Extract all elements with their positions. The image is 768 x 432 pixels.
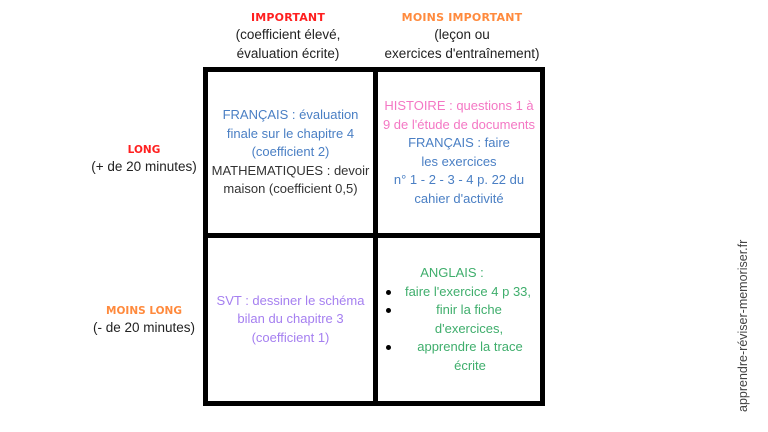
task-svt-schema: SVT : dessiner le schéma bilan du chapit…: [216, 292, 365, 345]
grid-horizontal-divider: [203, 233, 545, 238]
cell-long-less-important: HISTOIRE : questions 1 à 9 de l'étude de…: [378, 72, 540, 233]
anglais-task-1: faire l'exercice 4 p 33,: [404, 283, 532, 299]
row-title-long: LONG: [127, 144, 161, 156]
cell-short-important: SVT : dessiner le schéma bilan du chapit…: [208, 238, 373, 401]
column-subtitle-less-important-line2: exercices d'entraînement): [384, 46, 540, 61]
row-subtitle-long: (+ de 20 minutes): [91, 159, 197, 174]
column-title-important: IMPORTANT: [250, 11, 326, 24]
column-subtitle-important-line1: (coefficient élevé,: [235, 27, 341, 42]
row-header-short: MOINS LONG (- de 20 minutes): [80, 304, 208, 337]
row-title-short: MOINS LONG: [106, 305, 182, 317]
column-title-less-important: MOINS IMPORTANT: [401, 11, 523, 24]
anglais-task-list: faire l'exercice 4 p 33, finir la fiche …: [384, 283, 534, 376]
task-mathematiques-devoir: MATHEMATIQUES : devoir maison (coefficie…: [211, 162, 370, 197]
bullet-icon: [386, 289, 391, 295]
anglais-task-3: apprendre la trace écrite: [417, 339, 523, 373]
cell-long-important: FRANÇAIS : évaluation finale sur le chap…: [208, 72, 373, 233]
column-header-less-important: MOINS IMPORTANT (leçon ou exercices d'en…: [377, 11, 547, 63]
task-francais-evaluation: FRANÇAIS : évaluation finale sur le chap…: [222, 107, 359, 160]
site-watermark: apprendre-réviser-memoriser.fr: [736, 239, 750, 412]
anglais-task-2: finir la fiche d'exercices,: [434, 302, 504, 336]
column-subtitle-less-important-line1: (leçon ou: [434, 27, 490, 42]
row-subtitle-short: (- de 20 minutes): [92, 320, 196, 335]
task-anglais-title: ANGLAIS :: [420, 265, 484, 280]
task-francais-exercices-detail: n° 1 - 2 - 3 - 4 p. 22 du cahier d'activ…: [393, 172, 525, 206]
task-histoire-questions: HISTOIRE : questions 1 à 9 de l'étude de…: [382, 98, 536, 132]
row-header-long: LONG (+ de 20 minutes): [80, 143, 208, 176]
column-header-important: IMPORTANT (coefficient élevé, évaluation…: [203, 11, 373, 63]
column-subtitle-important-line2: évaluation écrite): [236, 46, 340, 61]
list-item: faire l'exercice 4 p 33,: [384, 283, 534, 302]
list-item: apprendre la trace écrite: [384, 338, 534, 375]
bullet-icon: [386, 308, 391, 313]
list-item: finir la fiche d'exercices,: [384, 301, 534, 338]
bullet-icon: [386, 345, 391, 350]
task-francais-exercices: FRANÇAIS : faire les exercices: [408, 135, 510, 169]
cell-short-less-important: ANGLAIS : faire l'exercice 4 p 33, finir…: [378, 238, 540, 401]
